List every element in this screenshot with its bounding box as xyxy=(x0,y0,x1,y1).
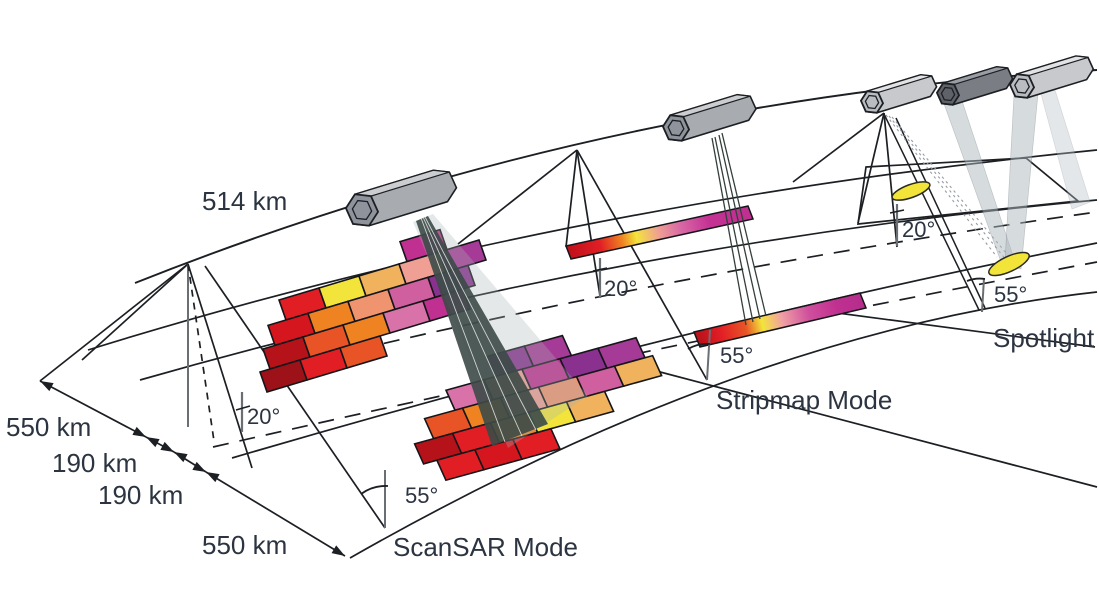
angle-55-stripmap: 55° xyxy=(720,343,754,368)
dim-190-a-label: 190 km xyxy=(52,448,138,478)
satellite-icon-spotlight-2 xyxy=(935,65,1014,106)
beam-geometry-lines xyxy=(39,112,986,557)
angle-marks xyxy=(235,204,986,528)
stripmap-near-swath xyxy=(692,292,868,348)
imaged-swaths xyxy=(258,205,868,482)
spotlight-spot-near xyxy=(988,251,1030,277)
dim-550-outer-label: 550 km xyxy=(6,412,92,442)
scansar-mode-label: ScanSAR Mode xyxy=(393,532,578,562)
angle-55-spotlight: 55° xyxy=(994,282,1028,307)
satellite-icon-stripmap xyxy=(661,93,757,142)
spotlight-mode-label: Spotlight xyxy=(993,323,1095,353)
satellite-icon-scansar xyxy=(344,169,458,227)
dim-550-bottom-label: 550 km xyxy=(202,530,288,560)
angle-20-spotlight: 20° xyxy=(902,217,936,242)
angle-20-stripmap: 20° xyxy=(604,276,638,301)
stripmap-far-swath xyxy=(564,205,755,260)
satellites xyxy=(344,55,1095,227)
angle-55-scansar: 55° xyxy=(405,483,439,508)
dim-190-b-label: 190 km xyxy=(98,480,184,510)
angle-20-scansar: 20° xyxy=(247,404,281,429)
spotlight-spot-far xyxy=(891,181,931,201)
satellite-icon-spotlight-1 xyxy=(859,73,938,114)
satellite-icon-spotlight-3 xyxy=(1008,55,1095,99)
altitude-label: 514 km xyxy=(202,186,288,216)
stripmap-mode-label: Stripmap Mode xyxy=(716,385,893,415)
